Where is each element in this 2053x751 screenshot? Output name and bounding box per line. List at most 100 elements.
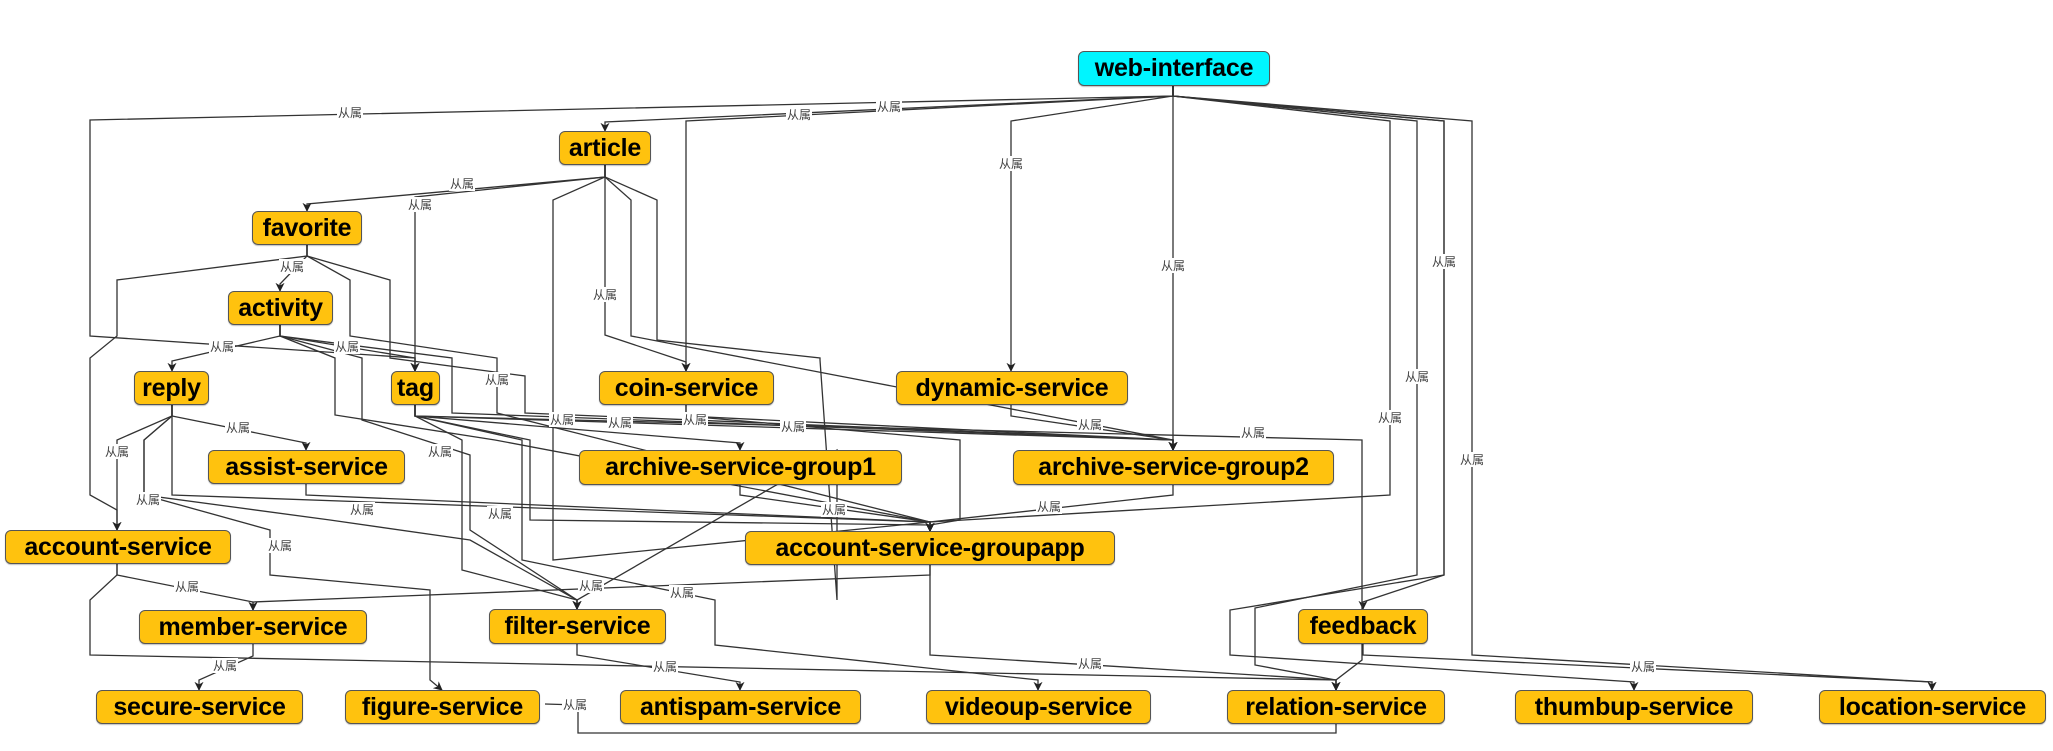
node-location-service[interactable]: location-service <box>1819 690 2046 724</box>
edge-tag-to-videoup-service <box>414 405 1043 691</box>
edge-label: 从属 <box>822 503 846 517</box>
node-account-service-groupapp[interactable]: account-service-groupapp <box>745 531 1115 565</box>
node-label: figure-service <box>361 692 524 721</box>
edge-label: 从属 <box>787 108 811 122</box>
edge-label: 从属 <box>450 177 474 191</box>
edge-label-background <box>487 506 513 521</box>
edge-label: 从属 <box>670 586 694 600</box>
edge-label: 从属 <box>1078 418 1102 432</box>
node-label: coin-service <box>614 373 759 402</box>
node-label: web-interface <box>1094 54 1254 82</box>
edge-account-service-groupapp-to-relation-service <box>929 565 1341 691</box>
edge-label-background <box>427 444 453 459</box>
edge-web-interface-to-coin-service <box>681 86 1174 372</box>
node-label: location-service <box>1838 692 2027 721</box>
edge-label-background <box>104 444 130 459</box>
node-dynamic-service[interactable]: dynamic-service <box>896 371 1128 405</box>
edge-label: 从属 <box>1460 453 1484 467</box>
node-antispam-service[interactable]: antispam-service <box>620 690 861 724</box>
edge-label: 从属 <box>1161 259 1185 273</box>
edge-label-background <box>1459 452 1485 467</box>
edge-label-background <box>1036 499 1062 514</box>
edge-label-background <box>652 659 678 674</box>
edge-label: 从属 <box>563 698 587 712</box>
edge-label-background <box>1377 410 1403 425</box>
edge-label: 从属 <box>781 420 805 434</box>
node-coin-service[interactable]: coin-service <box>599 371 774 405</box>
edge-web-interface-to-dynamic-service <box>1006 86 1174 372</box>
node-label: activity <box>238 293 323 322</box>
edge-label: 从属 <box>1037 500 1061 514</box>
edge-article-to-account-service-groupapp <box>552 165 935 561</box>
node-secure-service[interactable]: secure-service <box>96 690 303 724</box>
edge-label-background <box>267 538 293 553</box>
edge-label-background <box>998 156 1024 171</box>
node-archive-service-group1[interactable]: archive-service-group1 <box>579 450 902 485</box>
edge-label-background <box>334 339 360 354</box>
edge-label-background <box>1240 425 1266 440</box>
node-label: tag <box>397 373 434 402</box>
edge-label: 从属 <box>105 445 129 459</box>
node-relation-service[interactable]: relation-service <box>1227 690 1445 724</box>
edge-label: 从属 <box>1241 426 1265 440</box>
node-member-service[interactable]: member-service <box>139 610 367 644</box>
edge-article-to-filter-service <box>572 165 838 610</box>
edge-label: 从属 <box>213 659 237 673</box>
edge-web-interface-to-location-service <box>1172 86 1937 691</box>
edge-favorite-to-account-service-groupapp <box>306 245 935 532</box>
node-videoup-service[interactable]: videoup-service <box>926 690 1151 724</box>
node-label: account-service <box>24 532 212 561</box>
node-tag[interactable]: tag <box>391 371 440 405</box>
edge-label: 从属 <box>550 413 574 427</box>
edge-label-background <box>682 412 708 427</box>
edge-label: 从属 <box>653 660 677 674</box>
edge-label: 从属 <box>877 100 901 114</box>
edge-label-background <box>484 372 510 387</box>
node-favorite[interactable]: favorite <box>252 211 362 245</box>
edge-label-background <box>337 105 363 120</box>
edge-label-background <box>407 197 433 212</box>
node-filter-service[interactable]: filter-service <box>489 609 666 644</box>
node-article[interactable]: article <box>559 131 651 165</box>
node-label: dynamic-service <box>915 373 1109 402</box>
edge-label: 从属 <box>488 507 512 521</box>
node-label: filter-service <box>504 612 651 640</box>
edge-label-background <box>1077 656 1103 671</box>
edge-label: 从属 <box>593 288 617 302</box>
node-account-service[interactable]: account-service <box>5 530 231 564</box>
edge-label-background <box>1077 417 1103 432</box>
edge-label: 从属 <box>428 445 452 459</box>
edge-label: 从属 <box>1631 660 1655 674</box>
node-web-interface[interactable]: web-interface <box>1078 51 1270 86</box>
node-reply[interactable]: reply <box>134 371 209 405</box>
edge-label-background <box>1431 254 1457 269</box>
edge-article-to-archive-service-group2 <box>604 165 1178 451</box>
edge-label-background <box>669 585 695 600</box>
edge-label-background <box>209 339 235 354</box>
edge-label: 从属 <box>175 580 199 594</box>
edge-label: 从属 <box>1078 657 1102 671</box>
edge-label-background <box>549 412 575 427</box>
node-label: relation-service <box>1245 692 1427 721</box>
edge-label-background <box>212 658 238 673</box>
edge-label: 从属 <box>485 373 509 387</box>
node-figure-service[interactable]: figure-service <box>345 690 540 724</box>
edge-activity-to-filter-service <box>279 325 582 610</box>
node-label: account-service-groupapp <box>775 533 1085 562</box>
edge-favorite-to-account-service <box>89 245 308 531</box>
edge-label: 从属 <box>210 340 234 354</box>
node-feedback[interactable]: feedback <box>1298 609 1428 644</box>
node-label: member-service <box>158 612 348 641</box>
edge-label-background <box>449 176 475 191</box>
node-assist-service[interactable]: assist-service <box>208 450 405 484</box>
node-thumbup-service[interactable]: thumbup-service <box>1515 690 1753 724</box>
edge-label-layer: 从属从属从属从属从属从属从属从属从属从属从属从属从属从属从属从属从属从属从属从属… <box>104 99 1656 712</box>
edge-label: 从属 <box>1405 370 1429 384</box>
edge-label: 从属 <box>1378 411 1402 425</box>
node-archive-service-group2[interactable]: archive-service-group2 <box>1013 450 1334 485</box>
edge-label-background <box>1160 258 1186 273</box>
edge-label-background <box>607 415 633 430</box>
edge-label: 从属 <box>280 260 304 274</box>
node-activity[interactable]: activity <box>228 291 333 325</box>
